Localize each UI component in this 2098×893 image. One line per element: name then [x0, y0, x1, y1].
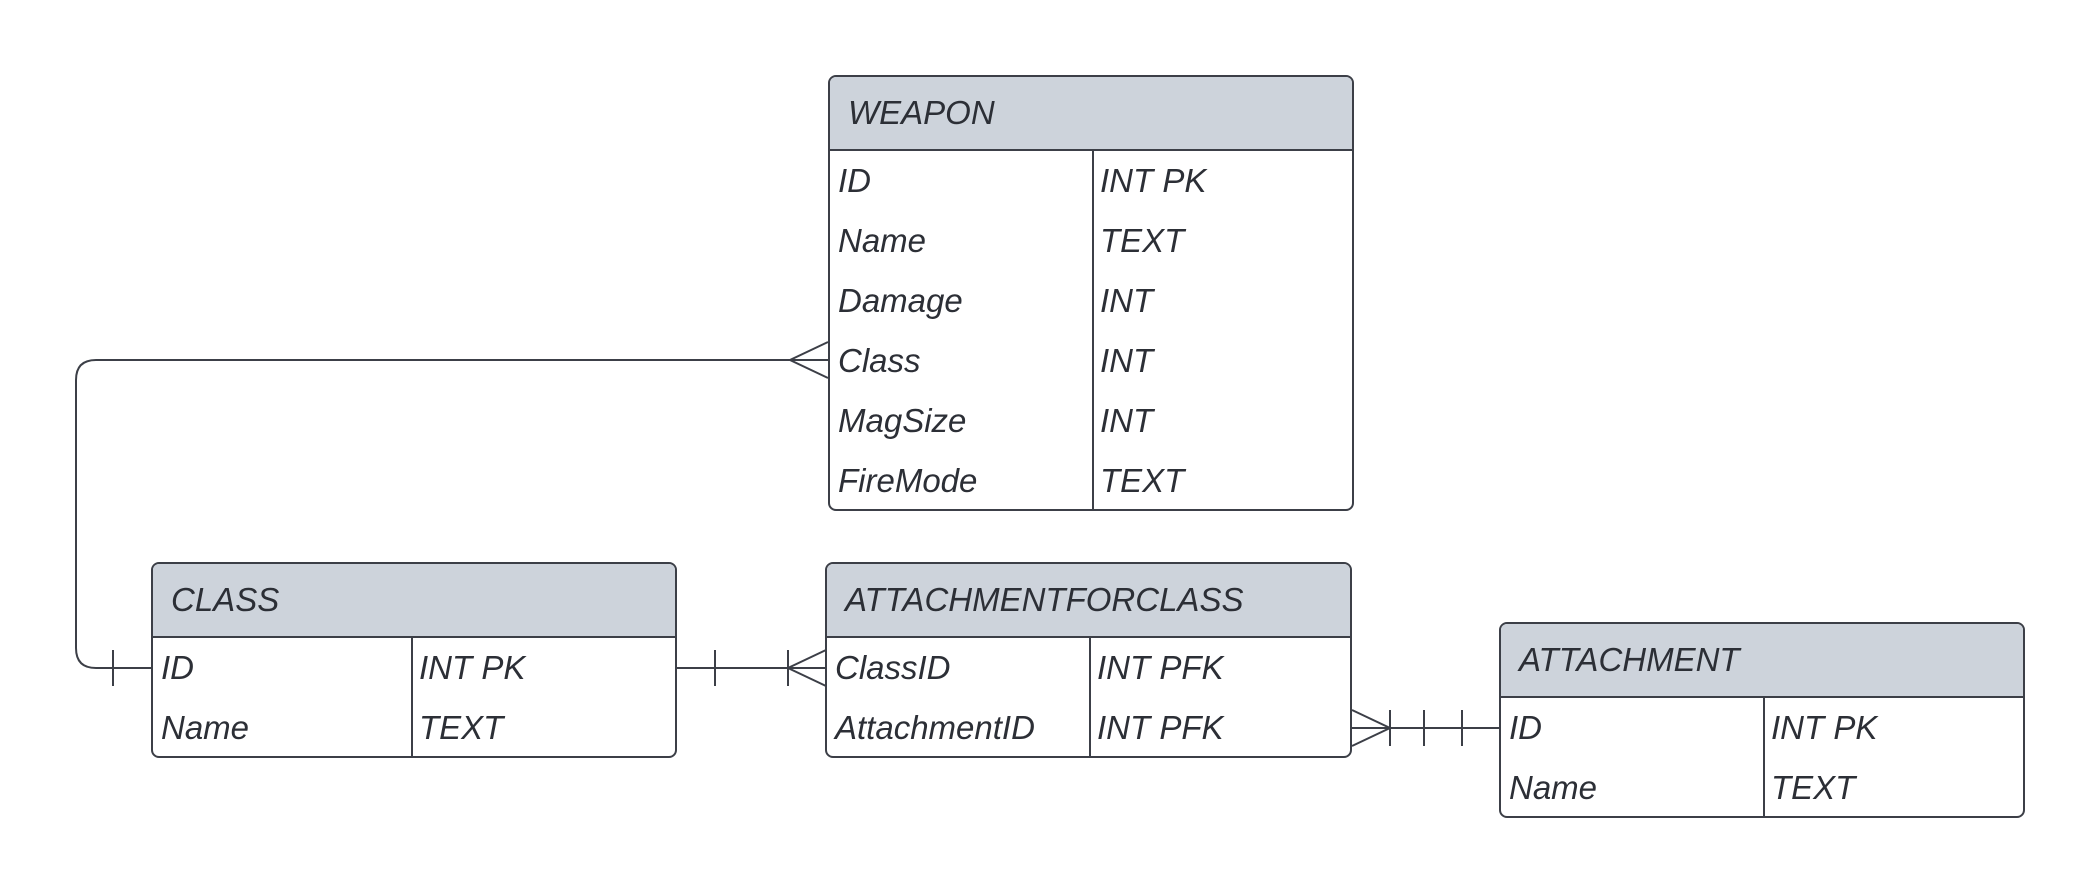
field-row: Name TEXT — [153, 698, 675, 756]
column-divider — [1089, 638, 1091, 756]
field-name: ID — [1509, 709, 1542, 746]
entity-attachmentforclass[interactable]: ATTACHMENTFORCLASS ClassID INT PFK Attac… — [825, 562, 1352, 758]
field-type: INT — [1100, 282, 1154, 319]
entity-weapon-title: WEAPON — [830, 77, 1352, 151]
entity-class-fields: ID INT PK Name TEXT — [153, 638, 675, 756]
field-name: Name — [161, 709, 250, 746]
field-type: TEXT — [1100, 462, 1185, 499]
field-type: INT — [1100, 342, 1154, 379]
field-type: INT PFK — [1097, 649, 1224, 686]
field-row: AttachmentID INT PFK — [827, 698, 1350, 756]
field-name: Class — [838, 342, 921, 379]
field-row: Class INT — [830, 331, 1352, 391]
field-row: ID INT PK — [153, 638, 675, 698]
field-row: MagSize INT — [830, 391, 1352, 451]
field-name: ID — [161, 649, 194, 686]
entity-attachment-title: ATTACHMENT — [1501, 624, 2023, 698]
entity-attachment-fields: ID INT PK Name TEXT — [1501, 698, 2023, 816]
column-divider — [1092, 151, 1094, 509]
field-name: Damage — [838, 282, 963, 319]
column-divider — [411, 638, 413, 756]
field-type: INT — [1100, 402, 1154, 439]
field-name: Name — [838, 222, 927, 259]
entity-class-title: CLASS — [153, 564, 675, 638]
field-type: INT PK — [419, 649, 526, 686]
many-marker-class-weapon — [787, 341, 829, 379]
field-name: ClassID — [835, 649, 951, 686]
many-marker-class-afc — [785, 649, 827, 687]
field-name: FireMode — [838, 462, 978, 499]
field-row: ID INT PK — [1501, 698, 2023, 758]
field-row: Name TEXT — [1501, 758, 2023, 816]
entity-attachmentforclass-fields: ClassID INT PFK AttachmentID INT PFK — [827, 638, 1350, 756]
field-row: Damage INT — [830, 271, 1352, 331]
field-name: AttachmentID — [835, 709, 1035, 746]
entity-weapon-fields: ID INT PK Name TEXT Damage INT Class INT… — [830, 151, 1352, 509]
column-divider — [1763, 698, 1765, 816]
field-type: INT PK — [1100, 162, 1207, 199]
field-name: MagSize — [838, 402, 967, 439]
field-name: ID — [838, 162, 871, 199]
entity-class[interactable]: CLASS ID INT PK Name TEXT — [151, 562, 677, 758]
field-type: INT PK — [1771, 709, 1878, 746]
field-row: Name TEXT — [830, 211, 1352, 271]
field-row: ID INT PK — [830, 151, 1352, 211]
field-row: FireMode TEXT — [830, 451, 1352, 509]
entity-attachment[interactable]: ATTACHMENT ID INT PK Name TEXT — [1499, 622, 2025, 818]
field-type: TEXT — [1771, 769, 1856, 806]
field-type: TEXT — [419, 709, 504, 746]
field-row: ClassID INT PFK — [827, 638, 1350, 698]
field-type: INT PFK — [1097, 709, 1224, 746]
entity-attachmentforclass-title: ATTACHMENTFORCLASS — [827, 564, 1350, 638]
many-marker-attachment-afc — [1351, 709, 1393, 747]
field-type: TEXT — [1100, 222, 1185, 259]
field-name: Name — [1509, 769, 1598, 806]
entity-weapon[interactable]: WEAPON ID INT PK Name TEXT Damage INT Cl… — [828, 75, 1354, 511]
